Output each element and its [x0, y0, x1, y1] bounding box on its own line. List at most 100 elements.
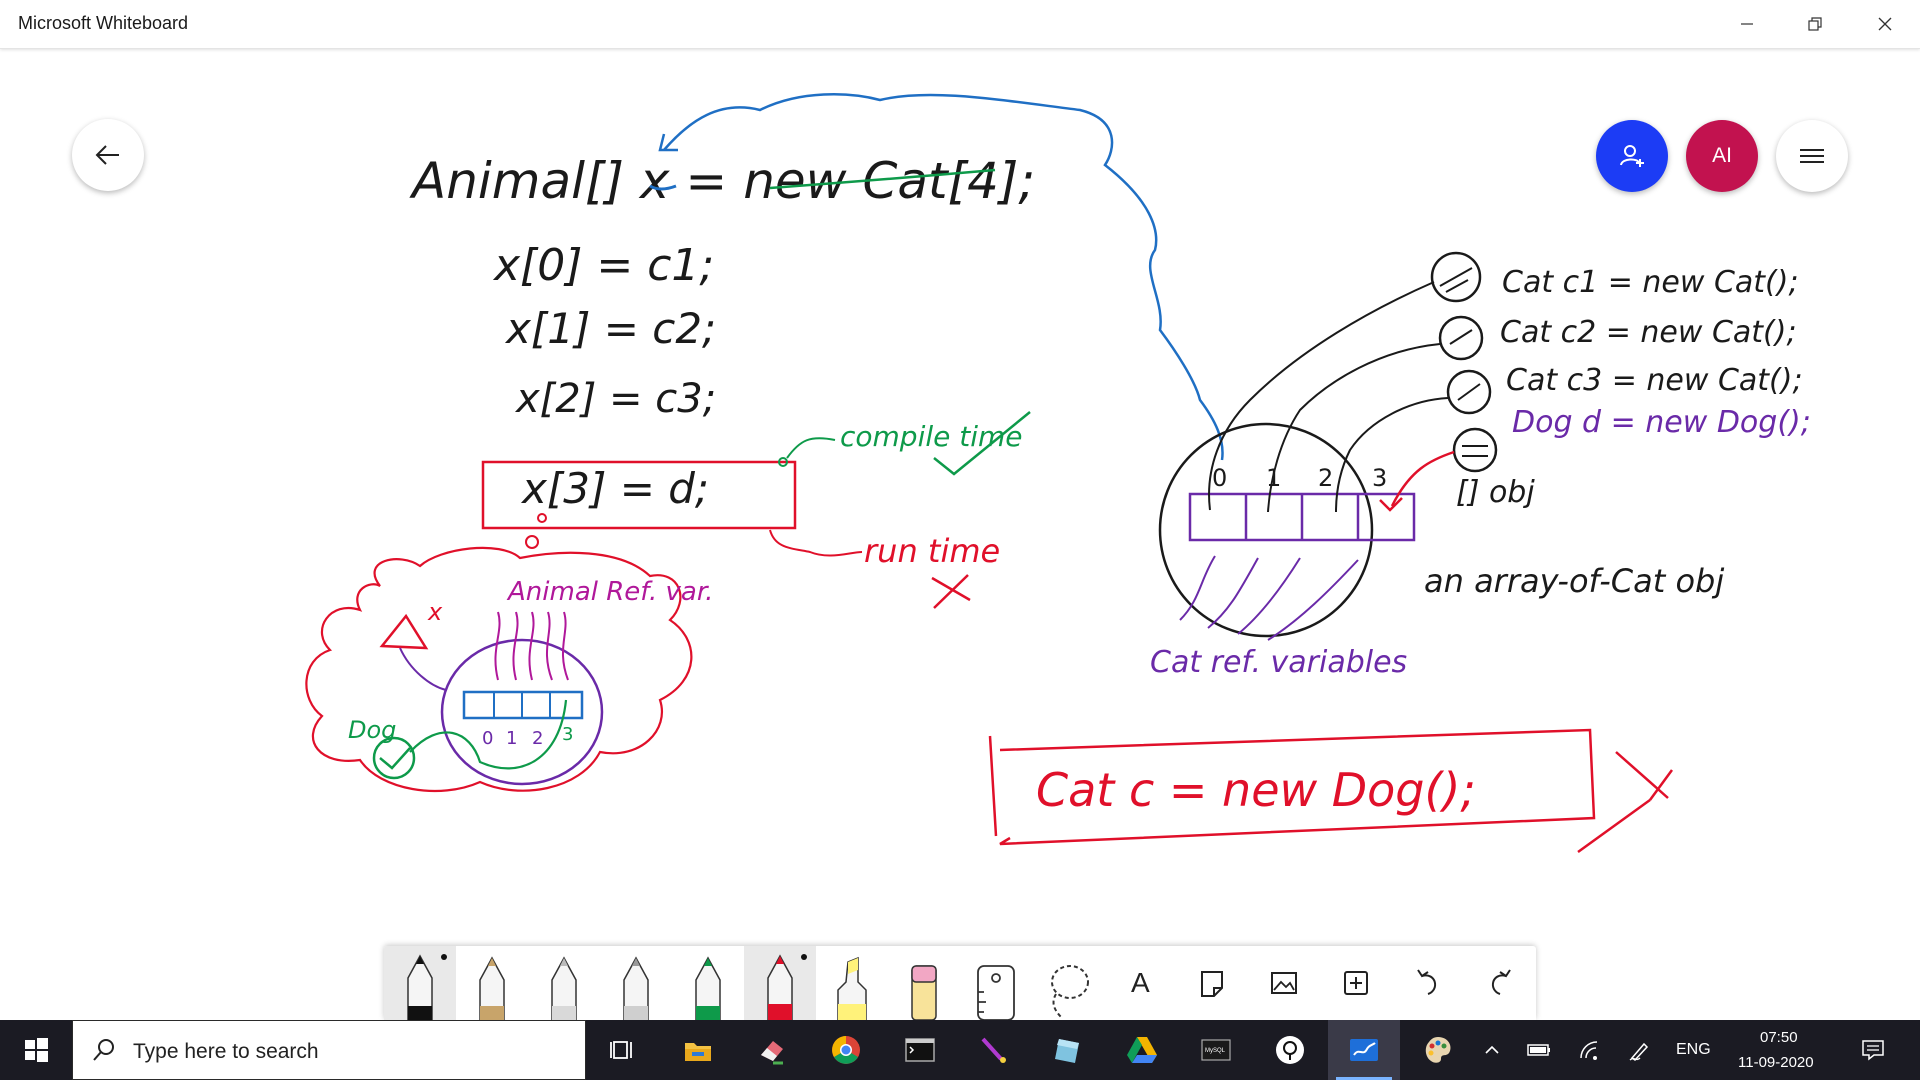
wifi-icon[interactable]	[1578, 1040, 1602, 1062]
restore-button[interactable]	[1780, 0, 1850, 48]
green-pen-tool[interactable]	[672, 946, 744, 1020]
array-index-3: 3	[1372, 464, 1387, 492]
clock-date[interactable]: 11-09-2020	[1738, 1054, 1814, 1071]
notebook-app[interactable]	[1032, 1020, 1104, 1080]
dog-link	[409, 699, 568, 770]
close-button[interactable]	[1850, 0, 1920, 48]
undo-icon	[1417, 969, 1437, 995]
black-pen-icon	[407, 954, 447, 1020]
thought-cloud	[305, 546, 693, 793]
restore-icon	[1808, 17, 1822, 31]
whiteboard-app[interactable]	[1328, 1020, 1400, 1080]
app-title: Microsoft Whiteboard	[18, 13, 189, 33]
chevron-up-icon[interactable]	[1484, 1042, 1500, 1058]
redo-button[interactable]	[1464, 946, 1536, 1020]
invite-button[interactable]	[1596, 120, 1668, 192]
ref-squiggles	[494, 611, 569, 681]
insert-image-tool[interactable]	[1248, 946, 1320, 1020]
taskbar-search-box[interactable]: Type here to search	[72, 1020, 586, 1080]
statement-box	[988, 728, 1596, 846]
google-drive-app[interactable]	[1106, 1020, 1178, 1080]
eraser-tool[interactable]	[888, 946, 960, 1020]
bubble-dot-1	[537, 513, 547, 523]
whiteboard-icon	[1350, 1039, 1378, 1061]
x-underline	[649, 184, 677, 191]
search-placeholder: Type here to search	[133, 1040, 319, 1063]
add-person-icon	[1620, 145, 1644, 167]
silver-pen-tool[interactable]	[528, 946, 600, 1020]
gold-pen-tool[interactable]	[456, 946, 528, 1020]
notifications-icon[interactable]	[1860, 1038, 1886, 1062]
c3-arrow	[1335, 397, 1449, 513]
c1-object	[1430, 251, 1482, 303]
ruler-tool[interactable]	[960, 946, 1032, 1020]
settings-menu-button[interactable]	[1776, 120, 1848, 192]
index-2: 2	[532, 728, 543, 749]
red-pen-tool[interactable]	[744, 946, 816, 1020]
statement-cross	[1577, 751, 1674, 854]
d-object	[1452, 427, 1498, 473]
user-avatar[interactable]: AI	[1686, 120, 1758, 192]
terminal-app[interactable]	[884, 1020, 956, 1080]
gold-pen-icon	[479, 956, 505, 1020]
right-line-2: Cat c2 = new Cat();	[1500, 315, 1797, 350]
array-circle	[440, 638, 604, 786]
check-mark	[933, 411, 1031, 476]
task-view-button[interactable]	[586, 1020, 658, 1080]
back-button[interactable]	[72, 119, 144, 191]
start-button[interactable]	[0, 1020, 72, 1080]
ref-var-label: Animal Ref. var.	[506, 577, 713, 607]
lasso-tool[interactable]	[1032, 946, 1104, 1020]
sticky-note-tool[interactable]	[1176, 946, 1248, 1020]
compile-time-note: compile time	[840, 420, 1023, 453]
file-explorer-app[interactable]	[662, 1020, 734, 1080]
language-indicator[interactable]: ENG	[1676, 1041, 1711, 1058]
dog-object-circle	[372, 736, 416, 780]
search-icon	[93, 1039, 114, 1061]
reference-arrow-head	[658, 133, 678, 152]
title-bar: Microsoft Whiteboard	[0, 0, 1920, 49]
windows-taskbar: Type here to search	[0, 1020, 1920, 1080]
clock-time[interactable]: 07:50	[1760, 1029, 1798, 1046]
minimize-button[interactable]	[1712, 0, 1782, 48]
pen-app[interactable]	[958, 1020, 1030, 1080]
runtime-connector	[769, 529, 863, 557]
bottom-statement: Cat c = new Dog();	[1036, 763, 1476, 817]
obj-label: [] obj	[1456, 475, 1535, 510]
array-object-ellipse	[1158, 422, 1374, 638]
inking-toolbar: A	[384, 946, 1536, 1020]
highlighter-tool[interactable]	[816, 946, 888, 1020]
gray-pen-tool[interactable]	[600, 946, 672, 1020]
highlighter-icon	[837, 956, 867, 1020]
close-icon	[1878, 17, 1892, 31]
add-content-tool[interactable]	[1320, 946, 1392, 1020]
array-index-2: 2	[1318, 464, 1333, 492]
palette-app[interactable]	[1402, 1020, 1474, 1080]
sticky-app[interactable]	[1254, 1020, 1326, 1080]
lightbulb-icon	[1276, 1036, 1304, 1064]
svg-text:MySQL: MySQL	[1205, 1048, 1226, 1054]
notebook-icon	[1055, 1039, 1079, 1063]
x-to-array-link	[399, 647, 447, 691]
chrome-app[interactable]	[810, 1020, 882, 1080]
black-pen-tool[interactable]	[384, 946, 456, 1020]
paint-app[interactable]	[736, 1020, 808, 1080]
mysql-icon: MySQL	[1201, 1039, 1231, 1061]
undo-button[interactable]	[1392, 946, 1464, 1020]
code-line-5: x[3] = d;	[520, 464, 709, 513]
right-line-3: Cat c3 = new Cat();	[1506, 363, 1803, 398]
text-tool[interactable]: A	[1104, 946, 1176, 1020]
compile-dot	[778, 457, 788, 467]
task-view-icon	[610, 1041, 632, 1059]
code-line-3: x[1] = c2;	[504, 304, 716, 353]
compile-connector	[786, 437, 836, 459]
ruler-icon	[977, 965, 1015, 1020]
c3-object	[1446, 369, 1492, 415]
windows-logo-icon	[25, 1038, 48, 1062]
pen-workspace-icon[interactable]	[1628, 1040, 1650, 1062]
arrow-left-icon	[95, 145, 119, 165]
mysql-app[interactable]: MySQL	[1180, 1020, 1252, 1080]
battery-icon[interactable]	[1526, 1040, 1552, 1060]
drive-icon	[1127, 1037, 1157, 1063]
